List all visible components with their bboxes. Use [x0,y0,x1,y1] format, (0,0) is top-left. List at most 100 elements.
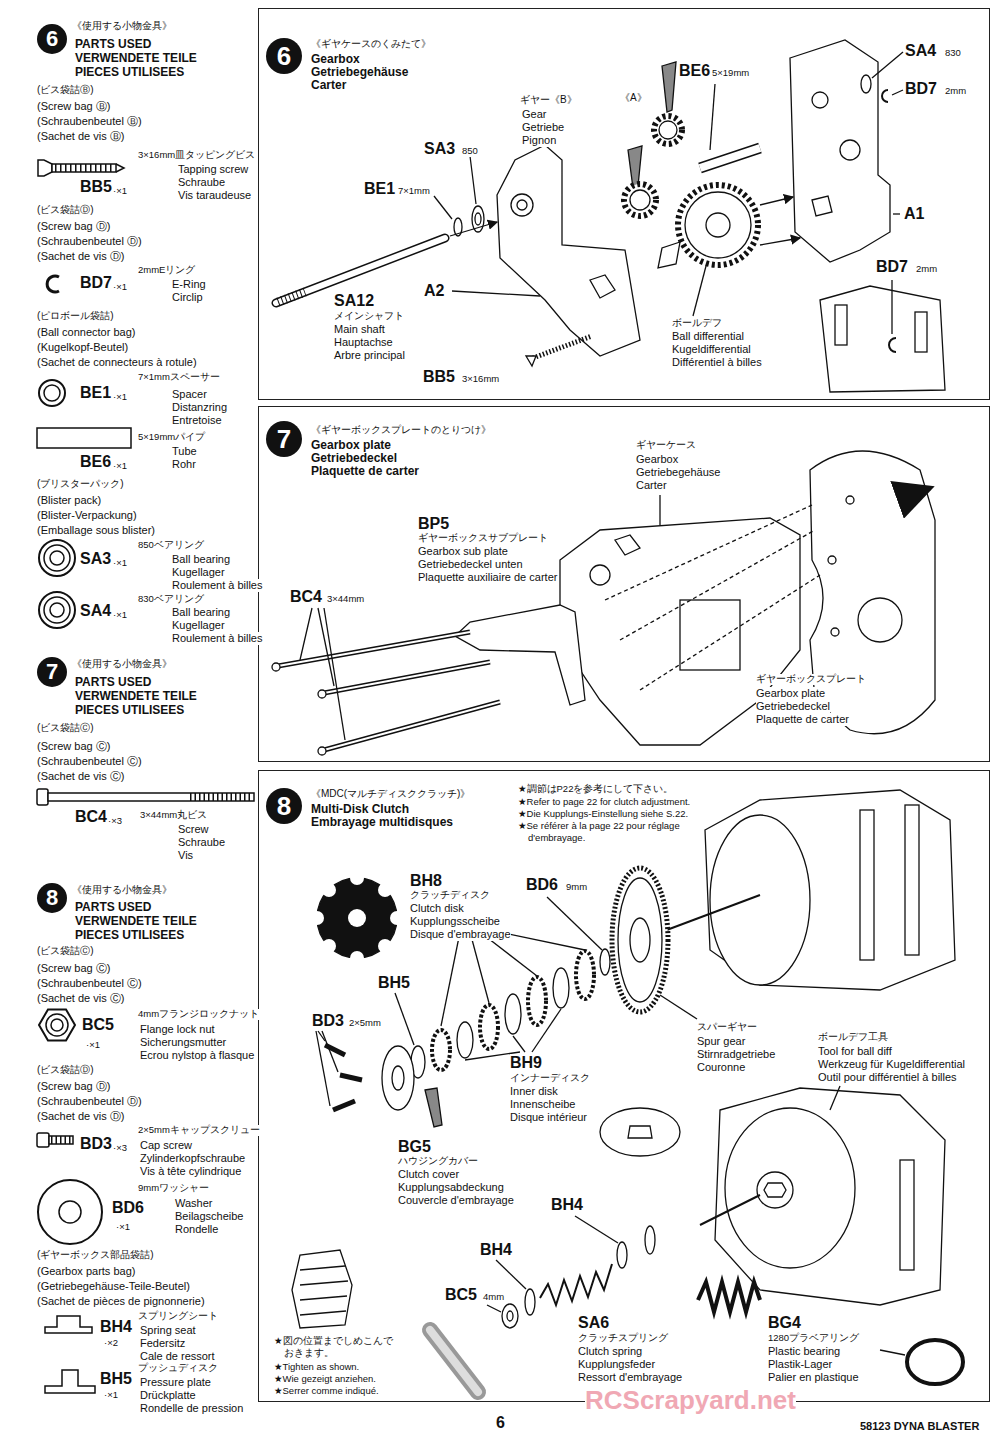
part-name: Flange lock nut [140,1023,215,1036]
part-name: Getriebedeckel unten [418,558,523,571]
part-name: Distanzring [172,401,227,414]
part-code: A2 [424,282,444,300]
clutch-drawing [600,949,610,975]
bag-name-jp: 《A》 [620,92,647,104]
gearbox-assembly-drawing [654,116,682,144]
spec-note: クラッチディスク [410,890,490,901]
part-code: SA3 [424,140,455,158]
step-heading: Plaquette de carter [311,465,419,478]
part-name: Ball differential [672,330,744,343]
clutch-drawing [350,871,364,885]
gearbox-plate-drawing [615,535,640,555]
spec-note: ボールデフ [672,318,722,329]
part-code: SA4 [905,42,936,60]
clutch-drawing [575,1216,618,1243]
part-name: Getriebedeckel [756,700,830,713]
spec-note: 7×1mm [398,186,430,197]
clutch-drawing [860,810,874,960]
part-name: Pressure plate [140,1376,211,1389]
spec-note: 4mmフランジロックナット [138,1009,259,1020]
clutch-drawing [350,951,364,965]
clutch-drawing [547,897,602,950]
part-name: Tool for ball diff [818,1045,892,1058]
part-name: Plastik-Lager [768,1358,832,1371]
part-code: BD6 [112,1199,144,1217]
gearbox-assembly-drawing [450,222,497,236]
section-heading: PARTS USED [75,901,151,915]
part-name: (Screw bag Ⓓ) [37,1080,110,1093]
step-number: 6 [266,38,302,74]
part-name: Drückplatte [140,1389,196,1402]
clutch-drawing [710,815,810,985]
clutch-drawing [905,805,919,955]
gearbox-assembly-drawing [872,52,903,78]
clutch-drawing [757,1172,793,1208]
gearbox-plate-drawing [318,747,326,755]
step-heading-jp: 《ギヤーボックスプレートのとりつけ》 [311,423,491,436]
part-name: (Sachet de connecteurs à rotule) [37,356,197,369]
gearbox-plate-drawing [324,702,500,750]
step-heading: Gearbox plate [311,439,391,452]
part-code: BH4 [480,1241,512,1259]
clutch-drawing [532,1009,561,1052]
spec-note: 850 [462,146,478,157]
gearbox-assembly-drawing [861,75,871,93]
gearbox-plate-drawing [455,605,585,705]
parts-icon [45,1370,95,1393]
clutch-drawing [630,918,650,962]
spec-note: 3×44mm [327,594,364,605]
part-name: Couvercle d'embrayage [398,1194,514,1207]
part-code: BD7 [905,80,937,98]
clutch-drawing [300,1266,348,1315]
part-code: BC4 [75,808,107,826]
step-heading-jp: 《MDC(マルチディスククラッチ)》 [311,787,470,800]
parts-icon [37,789,48,805]
gearbox-plate-drawing [300,608,312,660]
spec-note: 9mm [566,882,587,893]
part-name: Beilagscheibe [175,1210,244,1223]
part-name: (Sachet de pièces de pignonnerie) [37,1295,205,1308]
step-number: 6 [37,24,67,54]
clutch-drawing [470,932,489,1003]
parts-icon [48,793,254,801]
parts-icon [50,603,64,617]
spec-note: 850ベアリング [138,540,204,551]
spec-note: クラッチスプリング [578,1333,668,1344]
clutch-drawing [322,883,336,897]
clutch-drawing [425,1088,442,1127]
part-name: (Screw bag Ⓒ) [37,962,110,975]
parts-icon [51,1019,63,1031]
gearbox-plate-drawing [590,565,610,585]
part-code: BH4 [551,1196,583,1214]
gearbox-assembly-drawing [475,213,481,225]
gearbox-assembly-drawing [624,184,656,216]
clutch-drawing [698,1282,760,1312]
bag-name-jp: (ビス袋詰Ⓒ) [37,722,94,734]
clutch-drawing [382,1046,414,1110]
gearbox-assembly-drawing [882,90,888,102]
bag-name-jp: (ビス袋詰Ⓒ) [37,945,94,957]
gearbox-plate-drawing [272,451,935,755]
clutch-drawing [618,878,662,1002]
clutch-drawing [502,1304,518,1328]
gearbox-plate-drawing [828,556,836,564]
gearbox-assembly-drawing [662,62,676,112]
part-code: BH5 [100,1370,132,1388]
part-name: (Sachet de vis Ⓓ) [37,250,124,263]
parts-icon [50,551,64,565]
part-name: Cap screw [140,1139,192,1152]
part-code: BE1 [80,384,111,402]
step-heading: Carter [311,79,346,92]
part-name: Palier en plastique [768,1371,859,1384]
spec-note: d'embrayage. [528,833,585,844]
part-name: (Screw bag Ⓓ) [37,220,110,233]
bag-name-jp: (ビス袋詰Ⓓ) [37,1064,94,1076]
spec-note: ·×1 [86,1040,100,1051]
part-code: SA4 [80,602,111,620]
clutch-drawing [660,995,697,1019]
clutch-drawing [617,1242,627,1268]
section-heading: PARTS USED [75,38,151,52]
part-code: BE1 [364,180,395,198]
gearbox-plate-drawing [324,662,490,693]
part-code: SA6 [578,1314,609,1332]
